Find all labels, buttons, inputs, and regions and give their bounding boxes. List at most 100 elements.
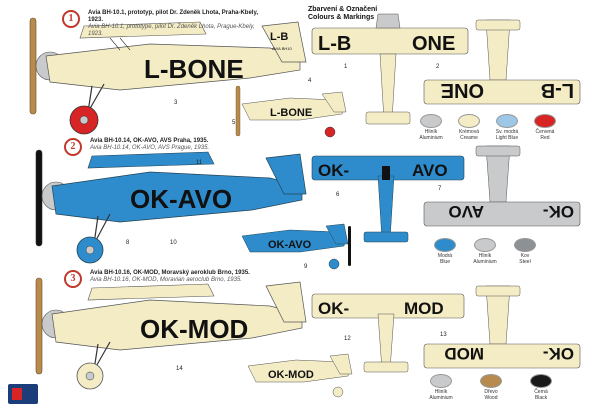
caption-3: Avia BH-10.16, OK-MOD, Moravský aeroklub… bbox=[90, 270, 290, 284]
swatch-color-chip bbox=[534, 114, 556, 128]
swatch-label-en: Aluminium bbox=[473, 259, 497, 265]
reg-side-1-small: L-BONE bbox=[270, 107, 312, 119]
title-en: Colours & Markings bbox=[308, 14, 375, 21]
swatch-label-cz: Sv. modrá bbox=[495, 129, 519, 135]
side-view-ok-mod bbox=[35, 277, 307, 390]
reg-side-3: OK-MOD bbox=[140, 314, 248, 344]
reg-side-2: OK-AVO bbox=[130, 184, 232, 214]
swatch-label-cz: Krémová bbox=[458, 129, 479, 135]
callout-13: 13 bbox=[440, 332, 447, 338]
reg-bottom-2a: OK- bbox=[543, 202, 574, 221]
callout-5: 5 bbox=[232, 120, 236, 126]
callout-9: 9 bbox=[304, 264, 308, 270]
reg-side-2-small: OK-AVO bbox=[268, 239, 312, 251]
swatch-color-chip bbox=[480, 374, 502, 388]
swatch-color-chip bbox=[514, 238, 536, 252]
callout-7: 7 bbox=[438, 186, 442, 192]
bottom-view-ok-avo bbox=[423, 145, 581, 227]
caption-2-en: Avia BH-10.14, OK-AVO, AVS Prague, 1935. bbox=[90, 145, 210, 151]
kovozavody-logo bbox=[8, 384, 38, 404]
swatch-label-cz: Modrá bbox=[437, 253, 453, 259]
swatch-label-en: Red bbox=[540, 135, 550, 141]
callout-8: 8 bbox=[126, 240, 130, 246]
title-cz: Zbarvení & Označení bbox=[308, 6, 378, 13]
reg-top-1b: ONE bbox=[412, 33, 455, 55]
swatch-color-chip bbox=[420, 114, 442, 128]
scheme-number-1: 1 bbox=[62, 10, 80, 28]
side-view-ok-mod-small bbox=[247, 353, 353, 398]
swatch-label-en: Black bbox=[534, 395, 548, 401]
bottom-view-ok-mod bbox=[423, 285, 581, 369]
callout-6: 6 bbox=[336, 192, 340, 198]
swatch-label-en: Steel bbox=[519, 259, 531, 265]
swatch-label-cz: Červená bbox=[535, 129, 555, 135]
swatch-label-en: Aluminium bbox=[419, 135, 443, 141]
side-view-ok-avo bbox=[35, 149, 307, 264]
swatch-color-chip bbox=[530, 374, 552, 388]
callout-1: 1 bbox=[344, 64, 348, 70]
swatch-label-en: Light Blue bbox=[495, 135, 519, 141]
reg-top-2b: AVO bbox=[412, 161, 448, 180]
reg-bottom-3b: MOD bbox=[444, 344, 484, 363]
scheme-number-3: 3 bbox=[64, 270, 82, 288]
top-view-ok-avo bbox=[311, 155, 465, 243]
swatch-color-chip bbox=[496, 114, 518, 128]
swatch-label-cz: Hliník bbox=[478, 253, 492, 259]
caption-2: Avia BH-10.14, OK-AVO, AVS Praha, 1935. … bbox=[90, 138, 270, 152]
caption-2-cz: Avia BH-10.14, OK-AVO, AVS Praha, 1935. bbox=[90, 138, 209, 144]
reg-side-1: L-BONE bbox=[144, 54, 244, 84]
side-view-ok-avo-small bbox=[241, 223, 351, 270]
callout-10: 10 bbox=[170, 240, 177, 246]
reg-top-1a: L-B bbox=[318, 33, 351, 55]
reg-bottom-3a: OK- bbox=[543, 344, 574, 363]
swatch-label-cz: Hliník bbox=[424, 129, 438, 135]
reg-bottom-1b: ONE bbox=[441, 79, 484, 101]
swatch-label-cz: Kov bbox=[520, 253, 530, 259]
callout-3: 3 bbox=[174, 100, 178, 106]
side-view-l-bone bbox=[29, 17, 307, 135]
swatch-label-en: Aluminium bbox=[429, 395, 453, 401]
top-view-ok-mod bbox=[311, 293, 465, 373]
swatch-color-chip bbox=[430, 374, 452, 388]
swatch-color-chip bbox=[434, 238, 456, 252]
scheme-number-2: 2 bbox=[64, 138, 82, 156]
swatch-color-chip bbox=[458, 114, 480, 128]
callout-12: 12 bbox=[344, 336, 351, 342]
bottom-view-l-bone bbox=[423, 19, 581, 105]
reg-top-2a: OK- bbox=[318, 161, 349, 180]
reg-top-3a: OK- bbox=[318, 299, 349, 318]
swatch-label-en: Creame bbox=[460, 135, 478, 141]
swatch-label-en: Wood bbox=[484, 395, 498, 401]
swatch-label-en: Blue bbox=[439, 259, 450, 265]
reg-bottom-2b: AVO bbox=[448, 202, 484, 221]
reg-top-3b: MOD bbox=[404, 299, 444, 318]
sheet-title: Zbarvení & Označení Colours & Markings bbox=[308, 6, 377, 22]
caption-1-cz: Avia BH-10.1, prototyp, pilot Dr. Zdeněk… bbox=[88, 10, 259, 23]
callout-2: 2 bbox=[436, 64, 440, 70]
fin-small-1: AVIA BH10 bbox=[272, 46, 292, 51]
reg-side-3-small: OK-MOD bbox=[268, 369, 314, 381]
swatch-label-cz: Dřevo bbox=[484, 389, 498, 395]
caption-3-en: Avia BH-10.16, OK-MOD, Moravian aeroclub… bbox=[90, 277, 242, 283]
swatch-label-cz: Hliník bbox=[434, 389, 448, 395]
callout-4: 4 bbox=[308, 78, 312, 84]
side-view-l-bone-small bbox=[235, 85, 347, 138]
callout-14: 14 bbox=[176, 366, 183, 372]
swatch-label-cz: Černá bbox=[534, 389, 548, 395]
caption-1-en: Avia BH-10.1, prototype, pilot Dr. Zdeně… bbox=[88, 24, 255, 37]
swatch-color-chip bbox=[474, 238, 496, 252]
caption-1: Avia BH-10.1, prototyp, pilot Dr. Zdeněk… bbox=[88, 10, 268, 38]
caption-3-cz: Avia BH-10.16, OK-MOD, Moravský aeroklub… bbox=[90, 270, 250, 276]
